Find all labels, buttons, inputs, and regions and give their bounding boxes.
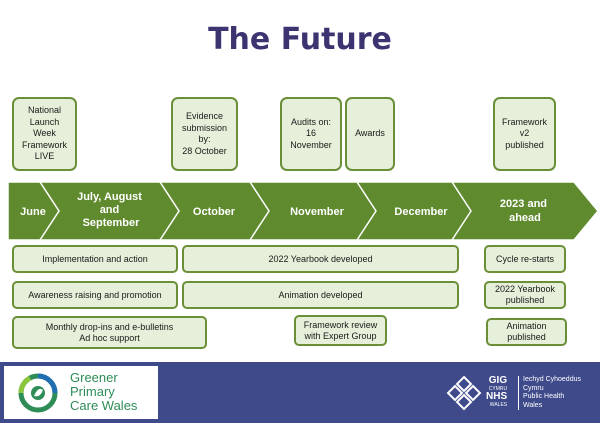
timeline-arrow: June July, August and September October …	[7, 182, 599, 241]
greener-logo-text: Greener Primary Care Wales	[70, 370, 138, 413]
footer-divider	[518, 376, 519, 410]
timeline-label-jul-sep-line2: and	[100, 204, 120, 216]
greener-primary-care-logo: Greener Primary Care Wales	[4, 366, 158, 419]
milestone-label: Evidence submission by: 28 October	[181, 111, 228, 156]
timeline-label-jul-sep-line3: September	[83, 217, 141, 229]
activity-animation-developed: Animation developed	[182, 281, 459, 309]
timeline-label-jul-sep: July, August and September	[77, 191, 145, 229]
timeline-label-june: June	[20, 206, 46, 218]
activity-awareness: Awareness raising and promotion	[12, 281, 178, 309]
timeline-label-2023-line1: 2023 and	[500, 198, 547, 210]
gig-nhs-wordmark: GIG CYMRU NHS WALES	[486, 375, 508, 409]
milestone-evidence-submission: Evidence submission by: 28 October	[171, 97, 238, 171]
milestone-framework-v2: Framework v2 published	[493, 97, 556, 171]
activity-yearbook-developed: 2022 Yearbook developed	[182, 245, 459, 273]
activity-framework-review: Framework review with Expert Group	[294, 315, 387, 346]
timeline-label-2023: 2023 and ahead	[500, 198, 550, 224]
milestone-label: Awards	[355, 128, 385, 139]
page-title: The Future	[208, 22, 392, 57]
activity-drop-ins: Monthly drop-ins and e-bulletins Ad hoc …	[12, 316, 207, 349]
public-health-wales-text: Iechyd Cyhoeddus Cymru Public Health Wal…	[523, 376, 581, 409]
milestone-audits: Audits on: 16 November	[280, 97, 342, 171]
greener-logo-icon	[18, 373, 58, 413]
timeline-label-jul-sep-line1: July, August	[77, 191, 142, 203]
activity-implementation: Implementation and action	[12, 245, 178, 273]
activity-animation-published: Animation published	[486, 318, 567, 346]
activity-yearbook-published: 2022 Yearbook published	[484, 281, 566, 309]
timeline-label-november: November	[290, 206, 345, 218]
chevron-2023	[450, 182, 599, 241]
milestone-label: Framework v2 published	[501, 116, 547, 150]
timeline-label-2023-line2: ahead	[509, 212, 541, 224]
milestone-label: National Launch Week Framework LIVE	[21, 105, 67, 162]
milestone-national-launch: National Launch Week Framework LIVE	[12, 97, 77, 171]
timeline-label-december: December	[394, 206, 448, 218]
activity-cycle-restarts: Cycle re-starts	[484, 245, 566, 273]
timeline-label-october: October	[193, 206, 236, 218]
milestone-awards: Awards	[345, 97, 395, 171]
milestone-label: Audits on: 16 November	[290, 116, 332, 150]
nhs-wales-dragon-icon	[446, 375, 482, 411]
